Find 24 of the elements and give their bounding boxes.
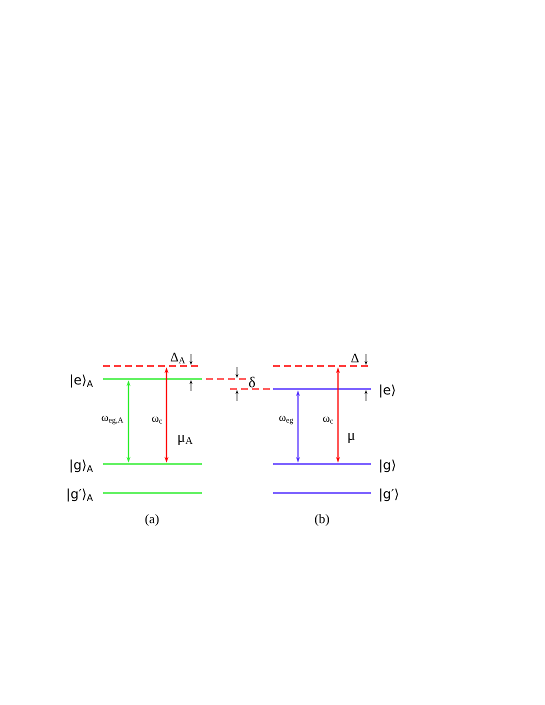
energy-level-line bbox=[103, 463, 202, 465]
symbol-label: δ bbox=[249, 376, 255, 388]
edge-label: ω$_{eg}$ bbox=[279, 416, 294, 424]
state-label: |g′⟩ bbox=[380, 488, 398, 502]
energy-level-line bbox=[273, 463, 371, 465]
symbol-label: μ$_{A}$ bbox=[178, 434, 193, 446]
energy-level-line bbox=[273, 492, 371, 494]
state-label: |g⟩$_{A}$ bbox=[70, 460, 93, 473]
state-label: |e⟩$_{A}$ bbox=[70, 374, 93, 388]
dashed-level-line bbox=[273, 365, 371, 367]
state-label: |g′⟩$_{A}$ bbox=[68, 488, 93, 502]
panel-label: (a) bbox=[145, 514, 159, 526]
energy-level-line bbox=[103, 492, 202, 494]
symbol-label: Δ$_{A}$ bbox=[170, 352, 186, 364]
edge-label: ω$_{eg,A}$ bbox=[102, 416, 124, 424]
edge-label: ω$_{c}$ bbox=[323, 416, 334, 424]
state-label: |e⟩ bbox=[380, 384, 395, 398]
symbol-label: μ bbox=[348, 432, 355, 444]
symbol-label: Δ bbox=[351, 354, 359, 362]
panel-label: (b) bbox=[314, 514, 329, 526]
edge-label: ω$_{c}$ bbox=[152, 416, 162, 424]
energy-level-line bbox=[103, 378, 202, 380]
state-label: |g⟩ bbox=[380, 460, 396, 473]
energy-level-line bbox=[273, 388, 371, 390]
